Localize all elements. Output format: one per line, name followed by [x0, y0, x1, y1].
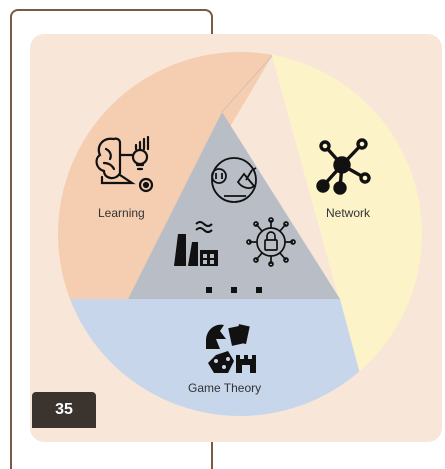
page-number: 35	[32, 392, 96, 428]
lock-circuit-icon	[246, 217, 296, 267]
ellipsis-dot-1	[206, 287, 212, 293]
network-nodes-icon	[316, 138, 371, 195]
satellite-icon	[211, 157, 257, 203]
ellipsis-dot-3	[256, 287, 262, 293]
network-label: Network	[326, 206, 371, 220]
ellipsis-dot-2	[231, 287, 237, 293]
learning-label: Learning	[98, 206, 145, 220]
diagram-svg	[58, 52, 422, 416]
brain-lightbulb-icon	[95, 135, 154, 193]
factory-icon	[174, 221, 218, 266]
game-theory-label: Game Theory	[188, 381, 262, 395]
chess-cards-dice-icon	[206, 324, 256, 373]
